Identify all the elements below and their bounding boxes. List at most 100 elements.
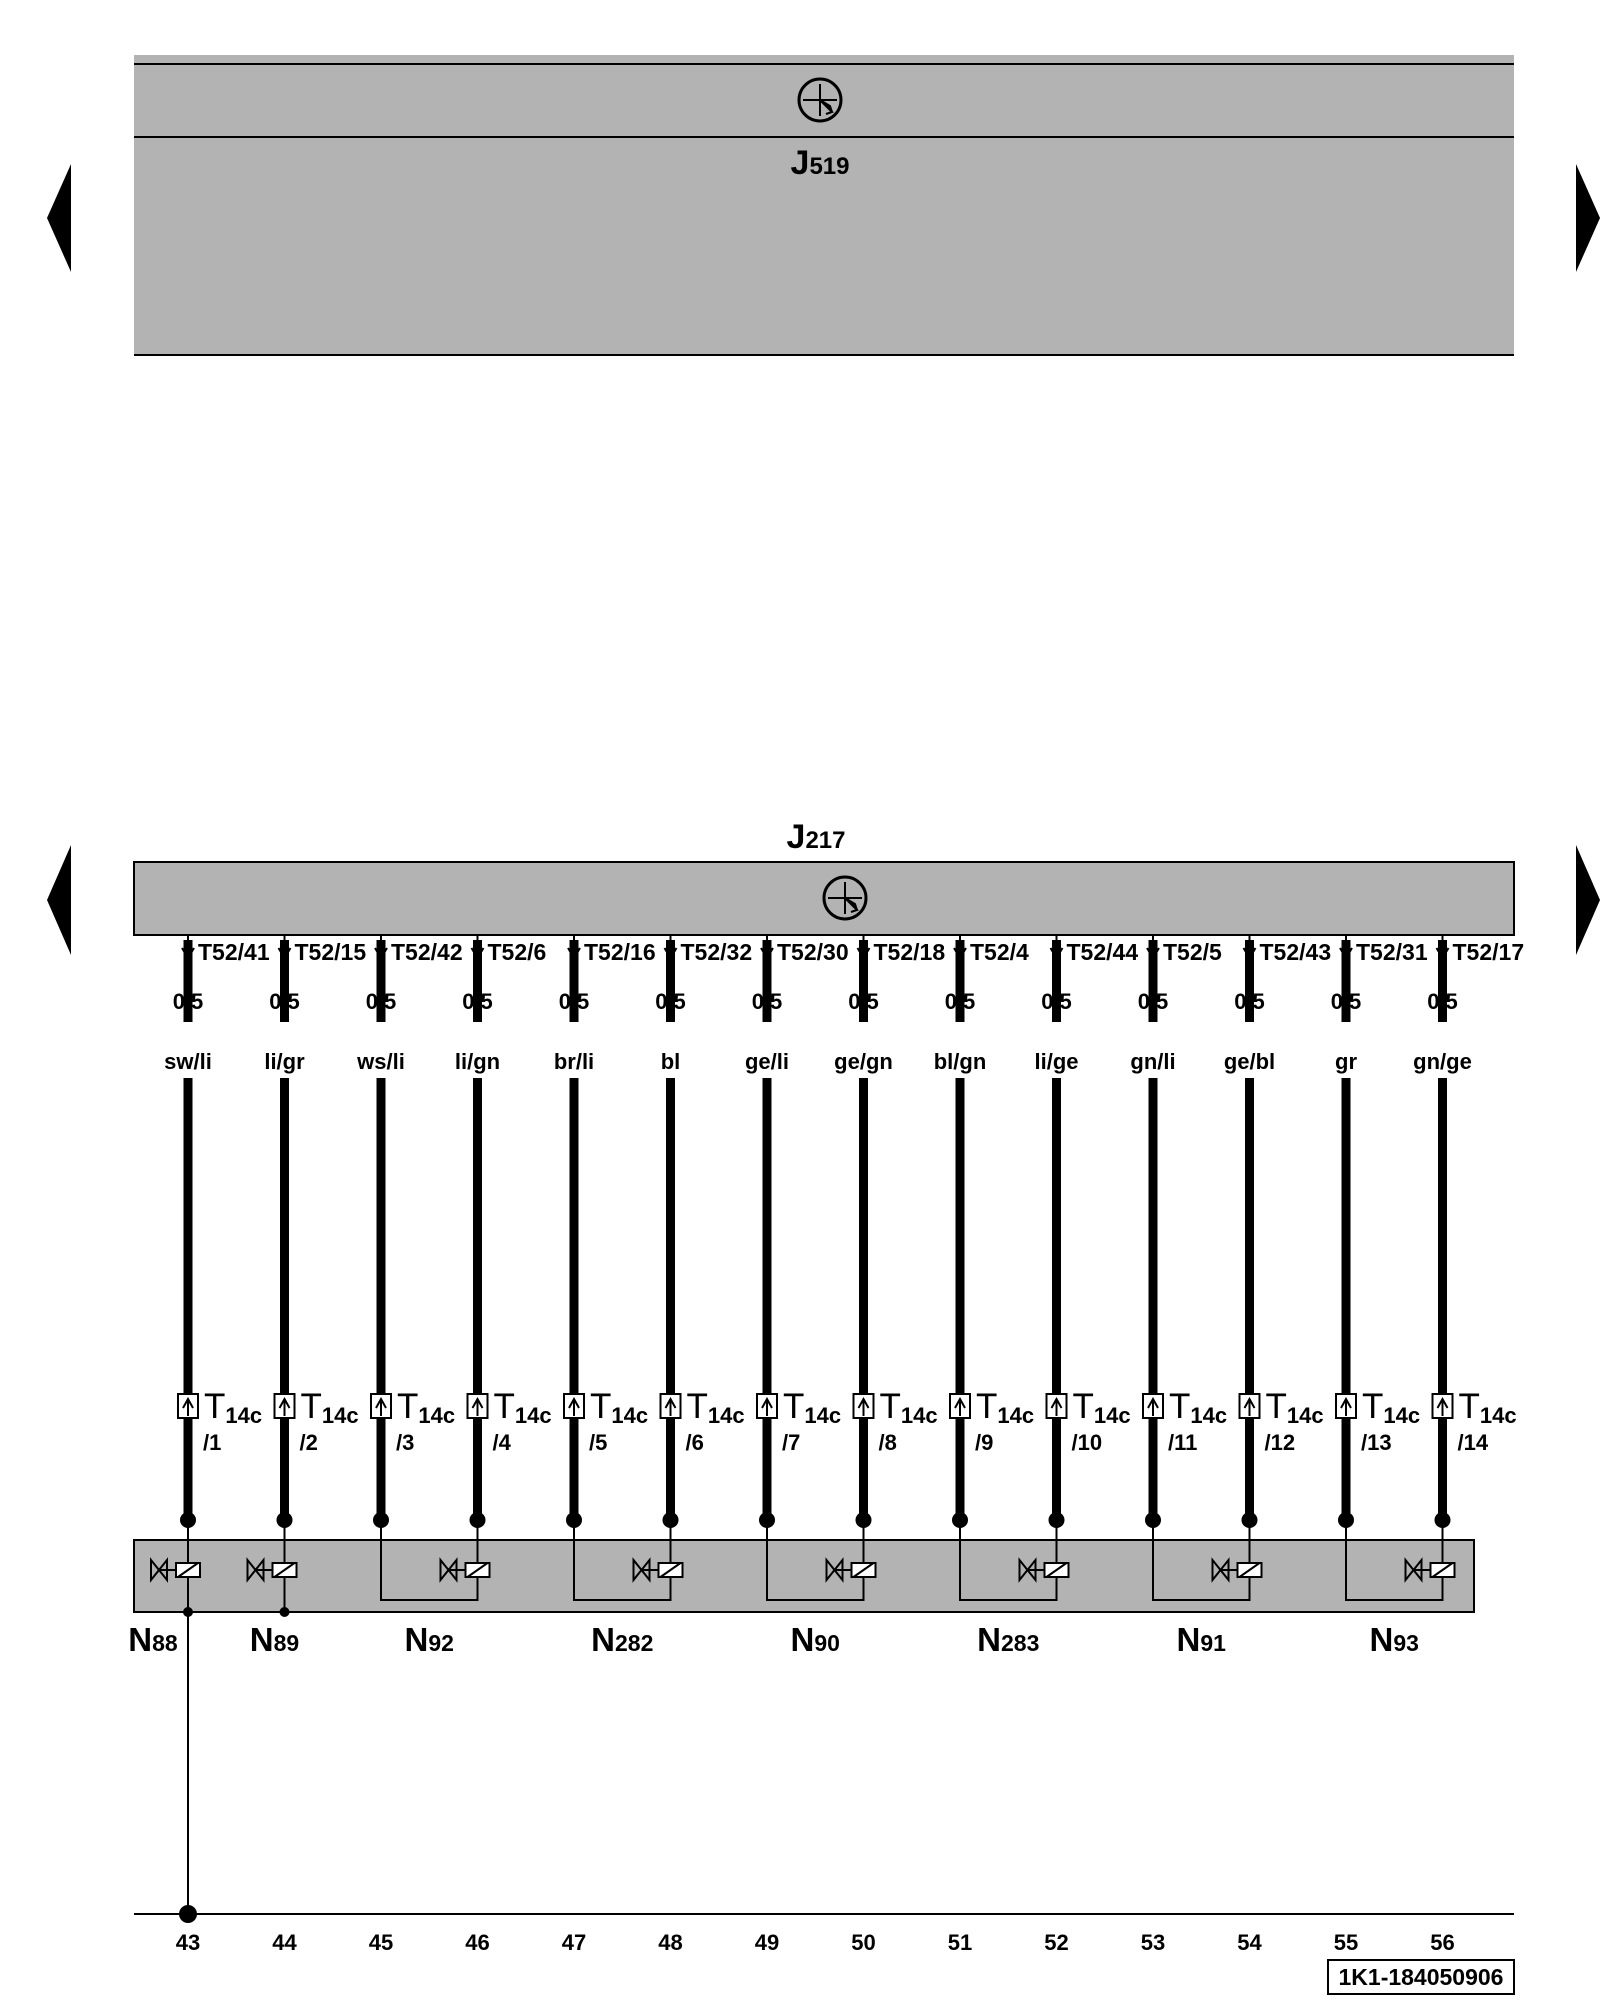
wire-color: ws/li bbox=[356, 1049, 405, 1074]
pin-label: T52/16 bbox=[584, 939, 656, 965]
solenoid-valve-icon bbox=[825, 1557, 877, 1583]
connector-label: T14c bbox=[397, 1387, 455, 1428]
control-unit-j217: J217 bbox=[133, 818, 1515, 936]
pin-label: T52/41 bbox=[198, 939, 270, 965]
pin-label: T52/32 bbox=[681, 939, 753, 965]
prev-page-arrow-bottom[interactable] bbox=[47, 845, 71, 955]
valve-label: N92 bbox=[405, 1621, 454, 1658]
pin-arrow-icon bbox=[1049, 947, 1064, 960]
valve-block bbox=[133, 1520, 1475, 1617]
valve-label: N283 bbox=[977, 1621, 1039, 1658]
connector-pin: /3 bbox=[396, 1430, 414, 1455]
wire-size: 0,5 bbox=[1041, 989, 1072, 1014]
pin-label: T52/5 bbox=[1163, 939, 1222, 965]
wire-color: gn/li bbox=[1130, 1049, 1175, 1074]
prev-page-arrow-top[interactable] bbox=[47, 164, 71, 272]
connector-pin: /13 bbox=[1361, 1430, 1392, 1455]
wire-size: 0,5 bbox=[559, 989, 590, 1014]
valve-label: N90 bbox=[791, 1621, 840, 1658]
wire-color: bl bbox=[661, 1049, 681, 1074]
valve-label: N89 bbox=[250, 1621, 299, 1658]
pin-arrow-icon bbox=[953, 947, 967, 960]
next-page-arrow-top[interactable] bbox=[1576, 164, 1600, 272]
track-number: 44 bbox=[272, 1930, 297, 1955]
wire-color: br/li bbox=[554, 1049, 594, 1074]
valve-5 bbox=[766, 1520, 877, 1601]
wire-size: 0,5 bbox=[1331, 989, 1362, 1014]
wire-size: 0,5 bbox=[945, 989, 976, 1014]
solenoid-valve-icon bbox=[439, 1557, 491, 1583]
track-number: 49 bbox=[755, 1930, 779, 1955]
connector-label: T14c bbox=[204, 1387, 262, 1428]
connector-pin: /10 bbox=[1072, 1430, 1103, 1455]
wire-color: bl/gn bbox=[934, 1049, 987, 1074]
connector-label: T14c bbox=[976, 1387, 1034, 1428]
pin-label: T52/15 bbox=[295, 939, 367, 965]
valve-2 bbox=[246, 1520, 298, 1617]
pin-arrow-icon bbox=[374, 947, 388, 960]
pin-label: T52/43 bbox=[1260, 939, 1332, 965]
unit-label-j217: J217 bbox=[787, 818, 846, 856]
pin-label: T52/42 bbox=[391, 939, 463, 965]
unit-label-j519: J519 bbox=[791, 144, 850, 182]
track-number: 47 bbox=[562, 1930, 586, 1955]
pin-label: T52/6 bbox=[488, 939, 547, 965]
electronic-unit-icon bbox=[822, 875, 868, 921]
connector-pin: /12 bbox=[1265, 1430, 1296, 1455]
pin-arrow-icon bbox=[856, 947, 871, 960]
connector-pin: /5 bbox=[589, 1430, 607, 1455]
wire-size: 0,5 bbox=[173, 989, 204, 1014]
connector-pin: /9 bbox=[975, 1430, 993, 1455]
connector-pin: /7 bbox=[782, 1430, 800, 1455]
track-number: 53 bbox=[1141, 1930, 1165, 1955]
track-number: 55 bbox=[1334, 1930, 1358, 1955]
pin-label: T52/18 bbox=[874, 939, 946, 965]
wire-color: gn/ge bbox=[1413, 1049, 1472, 1074]
valve-8 bbox=[1345, 1520, 1456, 1601]
wire-color: ge/li bbox=[745, 1049, 789, 1074]
control-unit-j519: J519 bbox=[134, 55, 1514, 356]
wire-size: 0,5 bbox=[1138, 989, 1169, 1014]
track-number: 51 bbox=[948, 1930, 972, 1955]
track-number: 43 bbox=[176, 1930, 200, 1955]
pin-arrow-icon bbox=[760, 947, 774, 960]
connector-pin: /6 bbox=[686, 1430, 704, 1455]
connector-pin: /14 bbox=[1458, 1430, 1489, 1455]
track-number: 50 bbox=[851, 1930, 875, 1955]
solenoid-valve-icon bbox=[1211, 1557, 1263, 1583]
track-number: 46 bbox=[465, 1930, 489, 1955]
valve-label: N282 bbox=[591, 1621, 653, 1658]
track-number: 54 bbox=[1237, 1930, 1262, 1955]
reference-box: 1K1-184050906 bbox=[1327, 1959, 1515, 1995]
connector-label: T14c bbox=[1459, 1387, 1517, 1428]
pin-arrow-icon bbox=[567, 947, 581, 960]
ground-wire bbox=[179, 1576, 197, 1923]
wire-size: 0,5 bbox=[655, 989, 686, 1014]
track-number: 45 bbox=[369, 1930, 393, 1955]
valve-4 bbox=[573, 1520, 684, 1601]
connector-label: T14c bbox=[1073, 1387, 1131, 1428]
valve-label: N91 bbox=[1177, 1621, 1227, 1658]
wire-color: ge/gn bbox=[834, 1049, 893, 1074]
wire-size: 0,5 bbox=[366, 989, 397, 1014]
next-page-arrow-bottom[interactable] bbox=[1576, 845, 1600, 955]
connector-label: T14c bbox=[1266, 1387, 1324, 1428]
wires: T52/410,5sw/liT14c/1T52/150,5li/grT14c/2… bbox=[158, 936, 1524, 1528]
reference-number: 1K1-184050906 bbox=[1339, 1964, 1504, 1990]
pin-arrow-icon bbox=[1339, 947, 1353, 960]
connector-pin: /2 bbox=[300, 1430, 318, 1455]
pin-arrow-icon bbox=[470, 947, 485, 960]
